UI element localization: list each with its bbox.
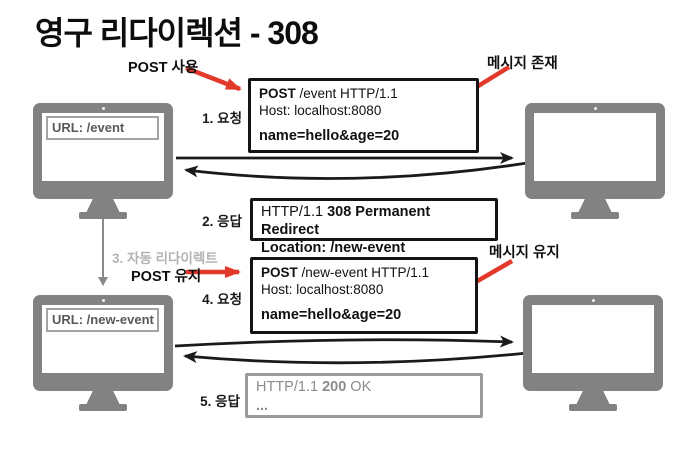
step-label-1: 1. 요청 (202, 111, 242, 126)
camera-dot-icon (594, 107, 597, 110)
server-monitor-top (525, 103, 665, 223)
host-header: Host: localhost:8080 (259, 103, 382, 118)
http-method: POST (259, 86, 296, 101)
step-label-5: 5. 응답 (200, 394, 240, 409)
callout-auto-redirect: 3. 자동 리다이렉트 (112, 251, 218, 266)
http-response-box-2: HTTP/1.1 308 Permanent Redirect Location… (250, 198, 498, 256)
monitor-frame (523, 295, 663, 391)
url-bar: URL: /event (46, 116, 159, 140)
url-text: URL: /new-event (52, 312, 154, 327)
status-line: HTTP/1.1 308 Permanent Redirect (261, 203, 487, 239)
message-body: name=hello&age=20 (259, 128, 400, 144)
monitor-stand-base (571, 212, 619, 219)
status-line: HTTP/1.1 200 OK (256, 378, 472, 397)
message-body: ... (256, 398, 269, 414)
http-method: POST (261, 265, 298, 280)
url-text: URL: /event (52, 120, 125, 135)
status-code: 308 Permanent Redirect (261, 204, 435, 238)
step-label-2: 2. 응답 (202, 214, 242, 229)
status-code: 200 (322, 379, 347, 395)
host-header: Host: localhost:8080 (261, 282, 384, 297)
callout-message-keep: 메시지 유지 (489, 245, 560, 261)
client-monitor-after: URL: /new-event (33, 295, 173, 415)
callout-message-exists: 메시지 존재 (487, 56, 558, 72)
http-version: HTTP/1.1 (261, 204, 328, 220)
step-label-4: 4. 요청 (202, 292, 242, 307)
monitor-stand-base (569, 404, 617, 411)
monitor-stand-neck (86, 391, 120, 405)
request-line: POST /event HTTP/1.1 (259, 85, 468, 102)
monitor-screen: URL: /new-event (42, 305, 164, 373)
monitor-screen (532, 305, 654, 373)
server-monitor-bottom (523, 295, 663, 415)
http-version: HTTP/1.1 (256, 379, 323, 395)
monitor-stand-neck (86, 199, 120, 213)
message-body: name=hello&age=20 (261, 307, 402, 323)
http-request-box-1: POST /event HTTP/1.1 Host: localhost:808… (248, 78, 479, 153)
request-line: POST /new-event HTTP/1.1 (261, 264, 467, 281)
monitor-screen (534, 113, 656, 181)
monitor-frame: URL: /new-event (33, 295, 173, 391)
status-text: OK (346, 379, 372, 395)
monitor-frame (525, 103, 665, 199)
http-response-box-5: HTTP/1.1 200 OK ... (245, 373, 483, 418)
page-title: 영구 리다이렉션 - 308 (35, 15, 319, 51)
camera-dot-icon (102, 107, 105, 110)
url-bar: URL: /new-event (46, 308, 159, 332)
response-arrow-5 (183, 351, 528, 365)
response-arrow-2 (184, 161, 528, 180)
request-target: /new-event HTTP/1.1 (297, 265, 430, 280)
monitor-stand-base (79, 404, 127, 411)
monitor-stand-neck (578, 199, 612, 213)
monitor-stand-base (79, 212, 127, 219)
http-request-box-4: POST /new-event HTTP/1.1 Host: localhost… (250, 257, 478, 334)
request-target: /event HTTP/1.1 (295, 86, 398, 101)
monitor-stand-neck (576, 391, 610, 405)
monitor-frame: URL: /event (33, 103, 173, 199)
monitor-screen: URL: /event (42, 113, 164, 181)
location-header: Location: /new-event (261, 240, 406, 256)
request-arrow-4 (174, 335, 514, 348)
client-monitor-before: URL: /event (33, 103, 173, 223)
camera-dot-icon (592, 299, 595, 302)
callout-post-use: POST 사용 (128, 60, 199, 76)
callout-post-keep: POST 유지 (131, 269, 202, 285)
camera-dot-icon (102, 299, 105, 302)
